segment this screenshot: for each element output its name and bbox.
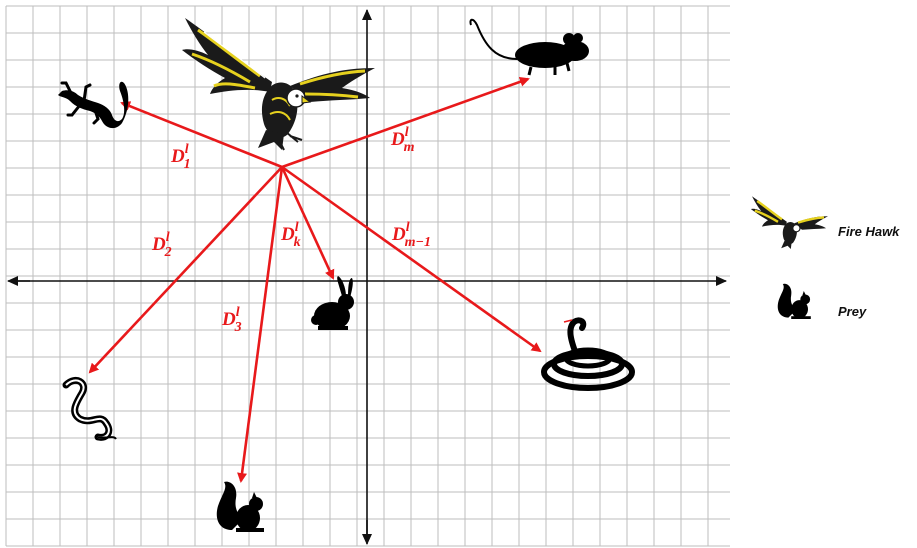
distance-arrows	[88, 76, 542, 483]
legend-prey-label: Prey	[838, 304, 867, 319]
coiled-snake-icon	[541, 317, 635, 391]
arrow-d1	[120, 101, 283, 169]
legend-squirrel-icon	[777, 283, 811, 319]
legend-hawk-label: Fire Hawk	[838, 224, 900, 239]
rabbit-icon	[311, 276, 354, 330]
hawk-icon	[182, 18, 375, 151]
legend-hawk-icon	[750, 196, 828, 249]
snake-icon	[62, 377, 117, 441]
legend: Fire Hawk Prey	[750, 196, 900, 319]
squirrel-icon	[216, 481, 264, 532]
grid	[5, 5, 730, 547]
arrow-d3	[237, 166, 284, 483]
arrow-dm	[281, 76, 530, 169]
mouse-icon	[469, 18, 589, 76]
arrow-d2	[88, 166, 283, 374]
lizard-icon	[58, 81, 129, 129]
arrow-dm-1	[281, 165, 542, 353]
arrow-dk	[280, 166, 335, 280]
